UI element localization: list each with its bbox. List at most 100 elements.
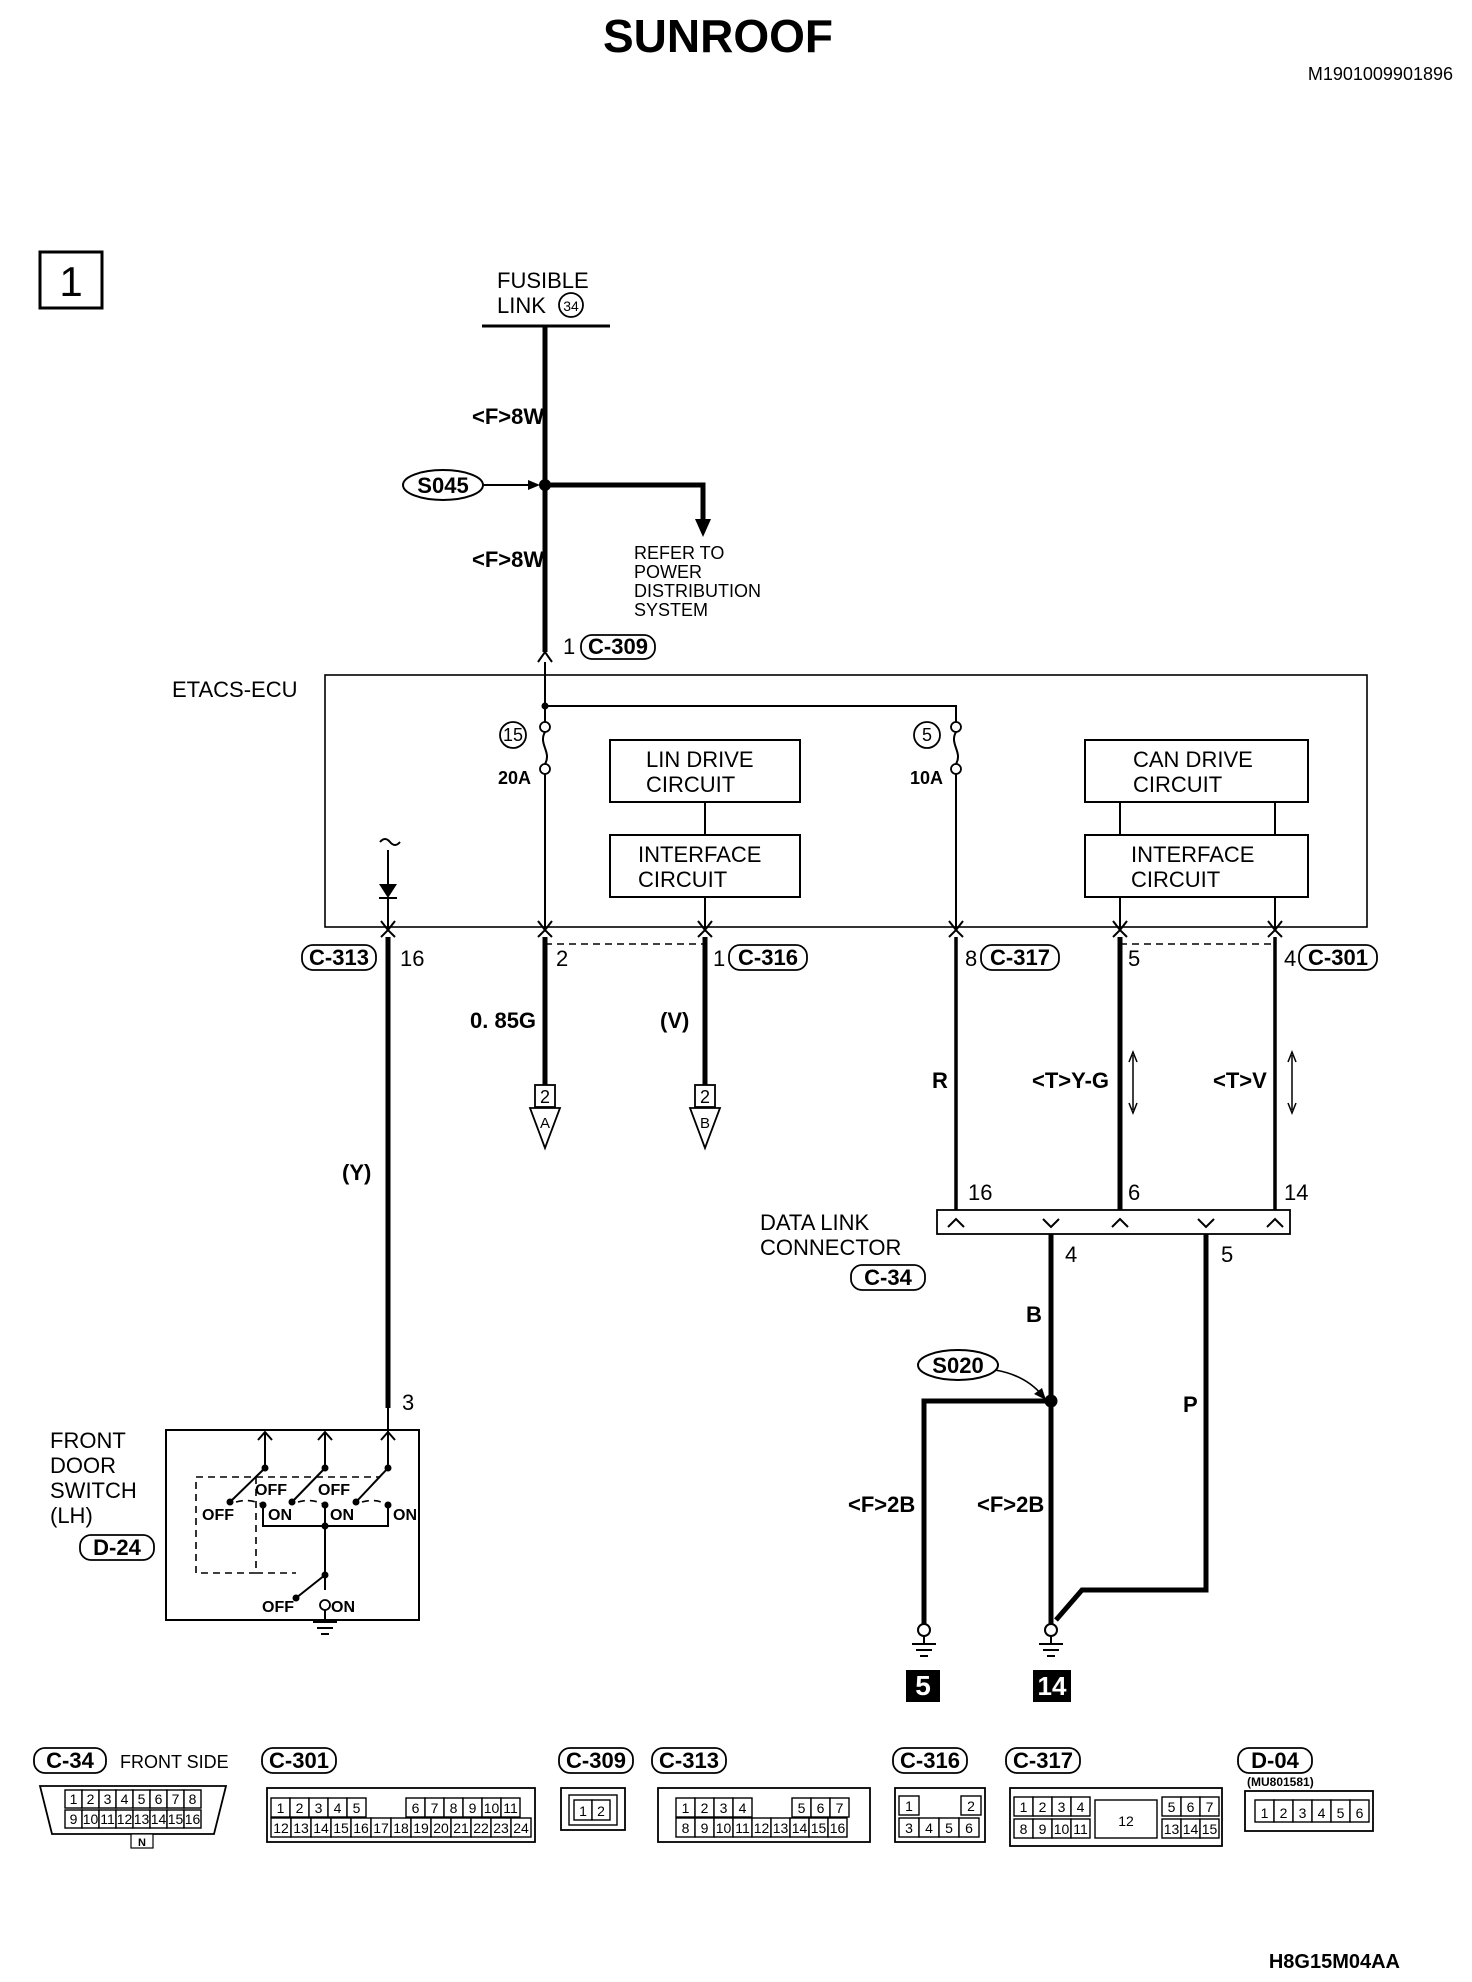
conn-tag-c317 <box>980 944 1060 971</box>
c301-pin-label: 6 <box>412 1800 420 1816</box>
c34-pin-label: 14 <box>151 1811 167 1827</box>
data-link-connector-bar <box>936 1209 1291 1235</box>
c317-pin-cell <box>1199 1796 1220 1817</box>
c301-pin-label: 13 <box>293 1820 309 1836</box>
conn-tag-c301-label: C-301 <box>1308 945 1368 970</box>
c34-pin-cell <box>183 1789 202 1809</box>
fusible-link-label: FUSIBLE <box>497 268 589 293</box>
c301-pin-cell <box>500 1797 521 1818</box>
c34-pin-label: 12 <box>117 1811 133 1827</box>
c313-pin-label: 4 <box>739 1800 747 1816</box>
offpage-a-number: 2 <box>540 1087 550 1107</box>
wire-label-pin1: (V) <box>660 1008 689 1033</box>
d04-pin-label: 2 <box>1280 1805 1288 1821</box>
c309-face-name: C-309 <box>566 1748 626 1773</box>
c316-pin-cell <box>898 1795 920 1816</box>
door-switch-label-3: SWITCH <box>50 1478 137 1503</box>
door-switch-contacts <box>195 1408 396 1611</box>
switch-off-label-4: OFF <box>262 1599 294 1616</box>
c317-pin-cell <box>1070 1796 1091 1817</box>
dlc-pin-marks <box>947 1217 1284 1229</box>
c317-pin-label: 8 <box>1020 1821 1028 1837</box>
branch-wire <box>545 482 706 520</box>
c301-pin-label: 10 <box>484 1800 500 1816</box>
c317-pin-label: 10 <box>1054 1821 1070 1837</box>
c313-pin-label: 7 <box>836 1800 844 1816</box>
conn-tag-c313-label: C-313 <box>309 945 369 970</box>
c316-pin-label: 5 <box>945 1820 953 1836</box>
c317-pin-label: 6 <box>1187 1799 1195 1815</box>
wire-label-pin4: <T>V <box>1213 1068 1267 1093</box>
c313-pin-label: 1 <box>682 1800 690 1816</box>
conn-tag-d04-face <box>1237 1747 1313 1774</box>
ground-icon <box>313 1610 337 1635</box>
conn-tag-c301 <box>1298 944 1378 971</box>
c301-pin-label: 20 <box>433 1820 449 1836</box>
c313-pin-cell <box>829 1797 850 1818</box>
arrow-head <box>528 480 540 490</box>
c301-pin-label: 14 <box>313 1820 329 1836</box>
dlc-label: DATA LINK <box>760 1210 870 1235</box>
c301-pin-label: 21 <box>453 1820 469 1836</box>
switch-on-label-3: ON <box>393 1507 417 1524</box>
wire-label-pin16: (Y) <box>342 1160 371 1185</box>
refer-text-4: SYSTEM <box>634 600 708 620</box>
etacs-label: ETACS-ECU <box>172 677 298 702</box>
fuse5-number: 5 <box>922 725 932 745</box>
d04-pin-label: 5 <box>1337 1805 1345 1821</box>
fuse5-amp: 10A <box>910 768 943 788</box>
conn-tag-c317-label: C-317 <box>990 945 1050 970</box>
lin-interface-label-2: CIRCUIT <box>638 867 727 892</box>
c316-face-name: C-316 <box>900 1748 960 1773</box>
c301-pin-cell <box>346 1797 367 1818</box>
c316-pin-label: 2 <box>967 1798 975 1814</box>
lin-drive-label-2: CIRCUIT <box>646 772 735 797</box>
c301-pin-label: 4 <box>334 1800 342 1816</box>
c313-pin-label: 11 <box>735 1820 750 1836</box>
c34-pin-label: 7 <box>172 1791 180 1807</box>
c317-pin-label: 4 <box>1077 1799 1085 1815</box>
sheet-number: 1 <box>59 258 82 305</box>
d04-pin-label: 3 <box>1299 1805 1307 1821</box>
c313-pin-label: 9 <box>701 1820 709 1836</box>
splice-s020-label: S020 <box>932 1353 983 1378</box>
conn-tag-dlc <box>850 1264 926 1291</box>
c34-pin-label: 5 <box>138 1791 146 1807</box>
bidirectional-arrow-icon <box>1287 1049 1297 1116</box>
switch-off-label-1: OFF <box>202 1507 234 1524</box>
wire-label-ground-left: <F>2B <box>848 1492 915 1517</box>
dlc-pin6-label: 6 <box>1128 1180 1140 1205</box>
c317-pin-label: 9 <box>1039 1821 1047 1837</box>
c313-pin-label: 8 <box>682 1820 690 1836</box>
c313-pin-label: 14 <box>792 1820 808 1836</box>
fusible-link-number-circle <box>558 292 584 318</box>
fuse15-number-circle <box>499 721 527 749</box>
diode-symbol <box>379 884 397 898</box>
c316-pin-cell <box>958 1817 980 1838</box>
conn-tag-c313-face <box>651 1747 727 1774</box>
c301-pin-label: 19 <box>413 1820 429 1836</box>
wire-label-pin5: <T>Y-G <box>1032 1068 1109 1093</box>
wire-dlc5 <box>1054 1234 1209 1622</box>
pin-ticks <box>380 920 1283 938</box>
c301-pin-label: 7 <box>431 1800 439 1816</box>
pin-c301-number: 4 <box>1284 946 1296 971</box>
can-drive-label-2: CIRCUIT <box>1133 772 1222 797</box>
c317-pin-label: 5 <box>1168 1799 1176 1815</box>
refer-arrow <box>695 519 711 537</box>
splice-s020-oval <box>917 1349 999 1381</box>
pin-2-label: 2 <box>556 946 568 971</box>
can-drive-circuit-box <box>1084 739 1309 803</box>
fusible-link-label-2: LINK <box>497 293 546 318</box>
dlc-pin5-label: 5 <box>1221 1242 1233 1267</box>
dlc-pin16-label: 16 <box>968 1180 992 1205</box>
wire-ground-left <box>921 1398 1051 1625</box>
c34-pin-label: 13 <box>134 1811 150 1827</box>
ground-point-14-box <box>1033 1670 1071 1702</box>
doc-code: M1901009901896 <box>1308 64 1453 84</box>
c317-pin-cell <box>1199 1818 1220 1839</box>
